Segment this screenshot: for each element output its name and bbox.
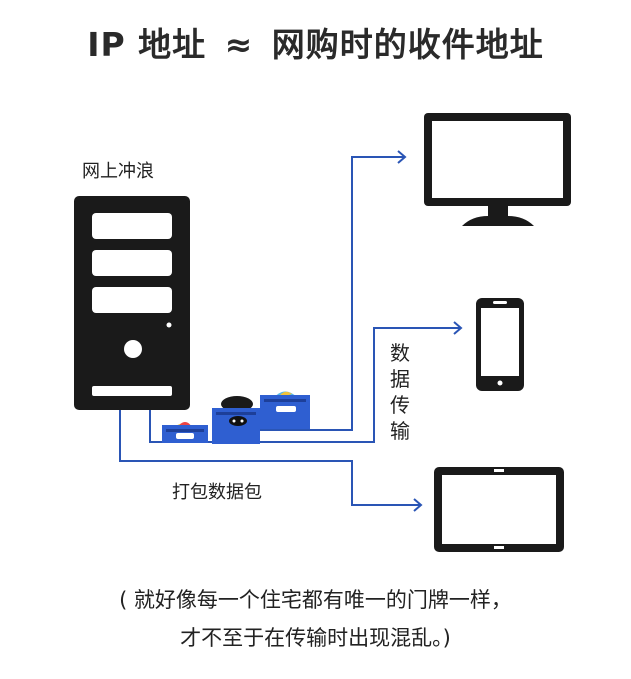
monitor-icon — [424, 113, 571, 226]
server-icon — [74, 196, 190, 410]
line-to-phone — [149, 327, 460, 443]
caption-line-2: 才不至于在传输时出现混乱。) — [180, 626, 451, 650]
arrow-tablet — [413, 498, 423, 512]
arrow-monitor — [397, 150, 407, 164]
arrow-phone — [453, 321, 463, 335]
packing-label: 打包数据包 — [172, 482, 262, 503]
page-title: IP 地址 ≈ 网购时的收件地址 — [0, 18, 631, 66]
title-address: 网购时的收件地址 — [271, 25, 544, 64]
tablet-icon — [434, 467, 564, 552]
server-label: 网上冲浪 — [82, 161, 154, 182]
caption-line-1: ( 就好像每一个住宅都有唯一的门牌一样， — [119, 588, 512, 612]
approx-symbol: ≈ — [224, 25, 254, 64]
phone-icon — [476, 298, 524, 391]
transfer-label: 数据传输 — [390, 341, 410, 443]
title-ip: IP 地址 — [87, 25, 207, 64]
connection-lines — [119, 150, 463, 512]
package-box-icon — [162, 391, 310, 444]
line-to-monitor — [258, 156, 404, 431]
line-to-tablet — [119, 410, 420, 506]
